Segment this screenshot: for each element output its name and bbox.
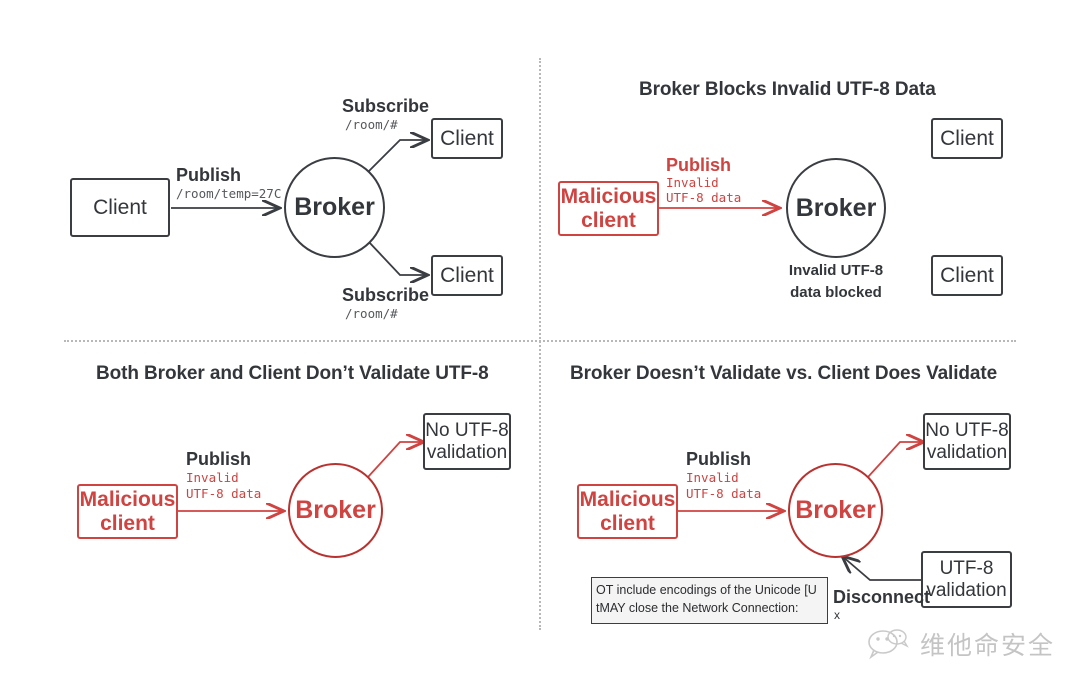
q3-no-utf8-validation-line2: validation: [426, 441, 508, 463]
q3-malicious-client-label: Malicious client: [79, 487, 176, 535]
q1-client-subscriber-top[interactable]: Client: [431, 118, 503, 159]
q4-utf8-validation[interactable]: UTF-8 validation: [921, 551, 1012, 608]
q1-client-publisher-label: Client: [93, 195, 147, 219]
q4-disconnect-label: Disconnect: [833, 587, 931, 607]
q4-disconnect-arrow: [842, 556, 922, 581]
spec-quote-line-2-highlight: MAY close the Network Connection:: [599, 601, 799, 616]
q3-publish-payload-line2: UTF-8 data: [186, 486, 262, 501]
q4-malicious-client-label: Malicious client: [579, 487, 676, 535]
q3-no-utf8-validation-line1: No UTF-8: [425, 420, 509, 442]
q1-client-subscriber-bottom[interactable]: Client: [431, 255, 503, 296]
q2-publish-payload-line1: Invalid: [666, 175, 719, 190]
q4-publish-payload-line1: Invalid: [686, 470, 739, 485]
q3-publish-payload-line1: Invalid: [186, 470, 239, 485]
q3-no-validation-arrow: [367, 442, 424, 478]
q2-malicious-client[interactable]: Malicious client: [558, 181, 659, 236]
q4-title: Broker Doesn’t Validate vs. Client Does …: [570, 363, 998, 384]
q4-malicious-client[interactable]: Malicious client: [577, 484, 678, 539]
q1-client-subscriber-bottom-label: Client: [440, 263, 494, 287]
q1-subscribe-topic-top: /room/#: [345, 117, 398, 132]
q4-broker[interactable]: Broker: [788, 463, 883, 558]
spec-quote-line-1: OT include encodings of the Unicode [U: [596, 583, 817, 597]
watermark: 维他命安全: [866, 626, 1055, 662]
q2-broker-label: Broker: [795, 193, 877, 222]
vertical-separator: [539, 58, 541, 630]
q1-broker-label: Broker: [294, 193, 375, 221]
q2-publish-payload-line2: UTF-8 data: [666, 190, 742, 205]
q4-no-utf8-validation[interactable]: No UTF-8 validation: [923, 413, 1011, 470]
horizontal-separator: [64, 340, 1016, 342]
q2-publish-label: Publish: [666, 155, 732, 175]
q3-malicious-client[interactable]: Malicious client: [77, 484, 178, 539]
q3-no-utf8-validation[interactable]: No UTF-8 validation: [423, 413, 511, 470]
q2-client-top[interactable]: Client: [931, 118, 1003, 159]
q1-subscribe-label-top: Subscribe: [342, 96, 430, 116]
q3-broker-label: Broker: [295, 496, 376, 524]
q3-title: Both Broker and Client Don’t Validate UT…: [96, 363, 489, 384]
q2-blocked-line2: data blocked: [790, 284, 882, 301]
q4-utf8-validation-line1: UTF-8: [939, 558, 994, 580]
q2-malicious-client-label: Malicious client: [560, 184, 657, 232]
spec-quote-overlay: OT include encodings of the Unicode [U t…: [591, 577, 828, 624]
q2-broker[interactable]: Broker: [786, 158, 886, 258]
q4-no-utf8-validation-line2: validation: [926, 441, 1008, 463]
q1-client-publisher[interactable]: Client: [70, 178, 170, 237]
q1-broker[interactable]: Broker: [284, 157, 385, 258]
q2-client-top-label: Client: [940, 126, 994, 150]
q2-blocked-line1: Invalid UTF-8: [788, 262, 884, 279]
q3-publish-label: Publish: [186, 449, 252, 469]
q1-client-subscriber-top-label: Client: [440, 126, 494, 150]
q1-publish-label: Publish: [176, 165, 242, 185]
q4-publish-payload-line2: UTF-8 data: [686, 486, 762, 501]
spec-quote-line-2-prefix: t: [596, 601, 600, 616]
q2-title: Broker Blocks Invalid UTF-8 Data: [639, 79, 936, 100]
q3-broker[interactable]: Broker: [288, 463, 383, 558]
q1-subscribe-topic-bottom: /room/#: [345, 306, 398, 321]
q1-publish-topic: /room/temp=27C: [176, 186, 282, 201]
spec-quote-line-2: tMAY close the Network Connection:: [596, 599, 823, 617]
q4-utf8-validation-line2: validation: [926, 579, 1007, 601]
q4-publish-label: Publish: [686, 449, 752, 469]
q2-client-bottom-label: Client: [940, 263, 994, 287]
q4-no-utf8-validation-line1: No UTF-8: [925, 420, 1009, 442]
wechat-bubbles-icon: [868, 629, 909, 660]
q4-disconnect-code: x: [834, 608, 840, 622]
q2-client-bottom[interactable]: Client: [931, 255, 1003, 296]
q1-subscribe-arrow-bottom: [367, 240, 428, 275]
q1-subscribe-arrow-top: [367, 140, 428, 173]
watermark-text: 维他命安全: [920, 631, 1056, 660]
q4-no-validation-arrow: [867, 442, 924, 478]
q4-broker-label: Broker: [795, 496, 876, 524]
q1-subscribe-label-bottom: Subscribe: [342, 285, 430, 305]
